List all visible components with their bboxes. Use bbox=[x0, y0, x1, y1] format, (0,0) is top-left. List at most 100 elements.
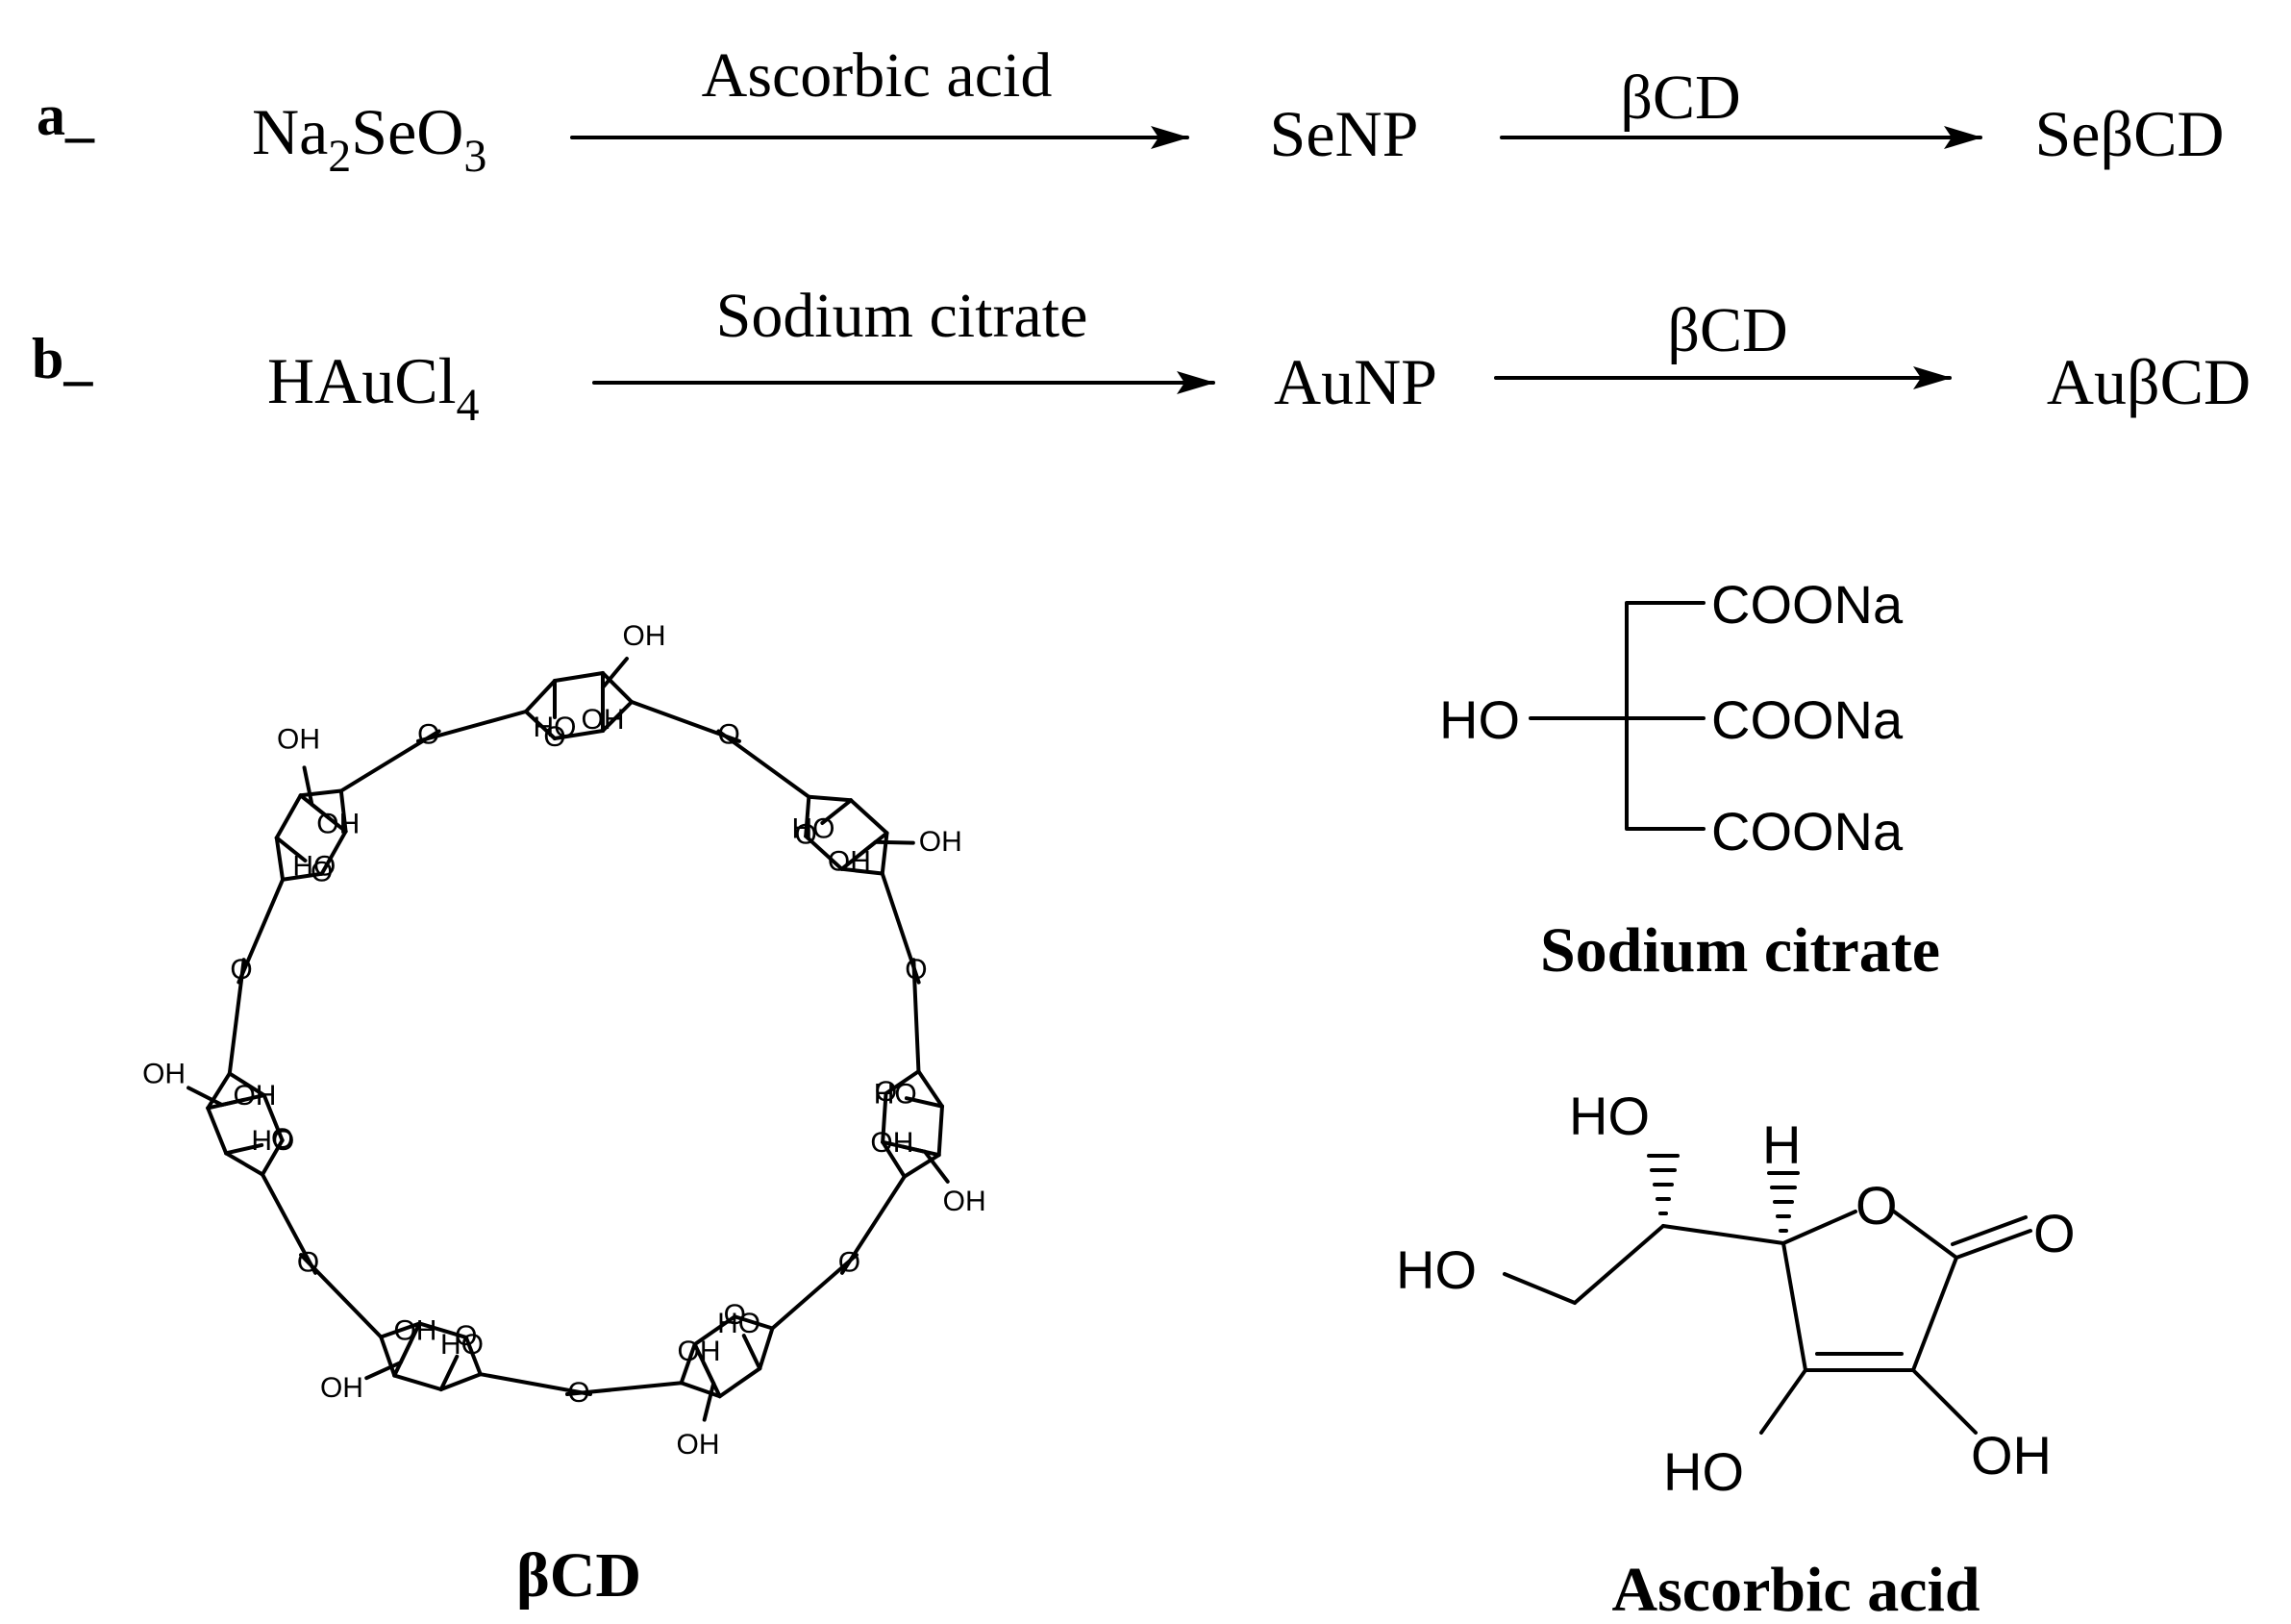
bcd-ring-bond bbox=[679, 1381, 722, 1399]
ascorbic-acid-structure: HO H O O HO HO OH Ascorbic acid bbox=[1396, 1086, 2076, 1624]
citrate-carboxylate-3: COONa bbox=[1711, 801, 1904, 862]
citrate-carboxylate-2: COONa bbox=[1711, 689, 1904, 750]
ascorbic-carbonyl-bond bbox=[1951, 1215, 2028, 1246]
bcd-ring-oxygen: O bbox=[271, 1123, 293, 1155]
bcd-ch2oh-bond bbox=[873, 839, 915, 845]
bcd-hydroxyl-bond bbox=[274, 836, 308, 863]
reaction-a: a_ Na2SeO3 Ascorbic acid SeNP βCD SeβCD bbox=[37, 40, 2225, 182]
bcd-ring-bond bbox=[807, 794, 854, 803]
bcd-ch2-bond bbox=[398, 1321, 422, 1365]
bcd-ch2oh-bond bbox=[187, 1086, 224, 1108]
bcd-hydroxyl-label: OH bbox=[316, 808, 360, 839]
reaction-b: b_ HAuCl4 Sodium citrate AuNP βCD AuβCD bbox=[32, 281, 2251, 431]
bcd-ring-bond bbox=[884, 1069, 921, 1096]
bcd-hydroxyl-bond bbox=[904, 1096, 944, 1109]
bcd-hydroxyl-label: HO bbox=[717, 1308, 760, 1339]
bcd-hydroxyl-label: HO bbox=[292, 850, 336, 882]
reaction-a-reactant: Na2SeO3 bbox=[252, 95, 486, 182]
citrate-ho-label: HO bbox=[1439, 689, 1520, 750]
bcd-ring-bond bbox=[206, 1071, 232, 1111]
bcd-ring-bond bbox=[298, 788, 343, 798]
bcd-ring-bond bbox=[392, 1373, 443, 1392]
bcd-hydroxyl-label: OH bbox=[393, 1314, 436, 1346]
citrate-backbone bbox=[1625, 601, 1706, 831]
ascorbic-ho-left: HO bbox=[1396, 1239, 1477, 1300]
bcd-ring-bond bbox=[839, 866, 884, 876]
bcd-caption: βCD bbox=[516, 1540, 641, 1611]
bcd-hydroxyl-label: OH bbox=[233, 1080, 276, 1112]
bcd-ch2-bond bbox=[692, 1342, 716, 1386]
bcd-ring-bond bbox=[601, 671, 634, 704]
bcd-glycosidic-bond bbox=[770, 1253, 859, 1331]
reaction-b-label: b_ bbox=[32, 327, 93, 390]
reaction-a-label: a_ bbox=[37, 84, 95, 147]
bcd-ring-bond bbox=[524, 710, 557, 740]
bcd-ring-bond bbox=[274, 836, 286, 882]
reaction-b-product: AuβCD bbox=[2047, 345, 2251, 418]
bcd-ring-bond bbox=[881, 1091, 888, 1144]
bcd-ring-oxygen: O bbox=[875, 1076, 897, 1108]
ascorbic-ring-bonds bbox=[1781, 1210, 1857, 1245]
ascorbic-caption: Ascorbic acid bbox=[1611, 1555, 1980, 1624]
bcd-ring-bond bbox=[224, 1151, 265, 1177]
bcd-ring-bond bbox=[281, 871, 324, 882]
ascorbic-ring-bond bbox=[1911, 1256, 1958, 1372]
bcd-ring-bond bbox=[319, 829, 348, 876]
bcd-primary-hydroxyl-label: OH bbox=[320, 1372, 363, 1404]
bcd-ring-oxygen: O bbox=[455, 1320, 477, 1352]
bcd-ring-bond bbox=[379, 1321, 422, 1339]
ascorbic-oh-bond bbox=[1759, 1368, 1807, 1435]
bcd-primary-hydroxyl-label: OH bbox=[919, 826, 962, 858]
bcd-hydroxyl-bond bbox=[741, 1334, 762, 1371]
bcd-ring-bond bbox=[379, 1335, 397, 1378]
bcd-ring-bond bbox=[804, 834, 844, 871]
bcd-glycosidic-bond bbox=[911, 958, 921, 1074]
bcd-ring-bond bbox=[880, 831, 889, 876]
bcd-ring-bond bbox=[849, 798, 889, 836]
ascorbic-ho-bottom: HO bbox=[1663, 1441, 1744, 1502]
bcd-ring-oxygen: O bbox=[311, 857, 333, 888]
bcd-ring-bond bbox=[524, 679, 557, 713]
bcd-hydroxyl-bond bbox=[224, 1142, 264, 1156]
ascorbic-hashed-wedge-oh bbox=[1647, 1154, 1680, 1215]
reaction-b-reactant: HAuCl4 bbox=[267, 344, 479, 431]
bcd-ring-bond bbox=[438, 1372, 483, 1392]
bcd-ring-bond bbox=[553, 729, 605, 740]
bcd-ring-bond bbox=[717, 1366, 762, 1399]
bcd-ch2oh-bond bbox=[923, 1149, 950, 1184]
bcd-ch2-bond bbox=[839, 839, 878, 871]
ascorbic-side-chain-bond bbox=[1661, 1224, 1785, 1245]
ascorbic-side-chain-bond bbox=[1573, 1224, 1665, 1305]
bcd-glycosidic-oxygen: O bbox=[905, 954, 927, 986]
reaction-a-reagent-2: βCD bbox=[1620, 62, 1740, 133]
bcd-ch2oh-bond bbox=[601, 657, 629, 689]
ascorbic-carbonyl-bond bbox=[1955, 1229, 2032, 1260]
bcd-hydroxyl-label: HO bbox=[874, 1078, 917, 1110]
bcd-ring-bond bbox=[916, 1069, 944, 1109]
reaction-a-product: SeβCD bbox=[2034, 97, 2224, 170]
bcd-ring-bond bbox=[758, 1326, 775, 1371]
reaction-b-reagent-2: βCD bbox=[1667, 295, 1787, 365]
ascorbic-ring-oxygen: O bbox=[1855, 1175, 1898, 1236]
reaction-b-reagent-1: Sodium citrate bbox=[716, 281, 1088, 351]
bcd-glycosidic-bond bbox=[478, 1372, 592, 1396]
bcd-hydroxyl-label: OH bbox=[870, 1127, 913, 1159]
bcd-hydroxyl-bond bbox=[438, 1354, 460, 1392]
bcd-ch2-bond bbox=[219, 1093, 266, 1108]
bcd-ch2oh-bond bbox=[302, 765, 314, 807]
bcd-ring-bond bbox=[679, 1342, 697, 1386]
bcd-ring-oxygen: O bbox=[794, 819, 816, 851]
bcd-ch2oh-bond bbox=[702, 1381, 716, 1422]
bcd-glycosidic-oxygen: O bbox=[230, 954, 252, 986]
bcd-ring-bond bbox=[936, 1104, 944, 1158]
bcd-bond-skeleton bbox=[187, 657, 950, 1422]
ascorbic-hashed-wedge-h bbox=[1767, 1171, 1800, 1233]
citrate-carboxylate-1: COONa bbox=[1711, 574, 1904, 635]
citrate-caption: Sodium citrate bbox=[1540, 915, 1940, 986]
bcd-ring-bond bbox=[274, 793, 303, 840]
bcd-ring-bond bbox=[881, 1139, 907, 1179]
bcd-ring-bond bbox=[553, 671, 605, 683]
bcd-glycosidic-oxygen: O bbox=[297, 1246, 319, 1278]
bcd-ring-bond bbox=[261, 1138, 285, 1177]
bcd-ch2-bond bbox=[310, 802, 348, 834]
